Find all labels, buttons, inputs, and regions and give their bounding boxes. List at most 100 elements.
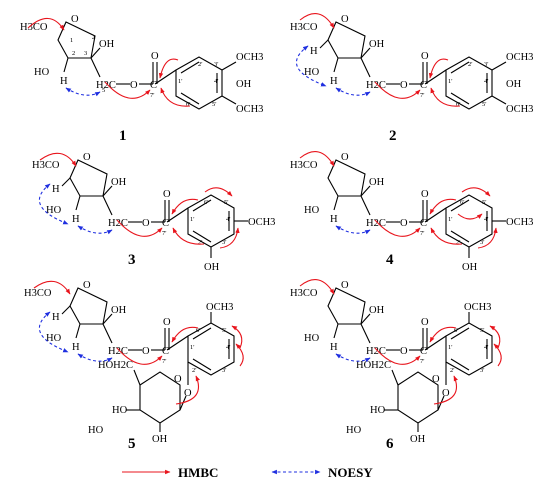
carbonyl-oxygen: O <box>421 189 429 200</box>
svg-text:1': 1' <box>190 216 194 223</box>
svg-text:6': 6' <box>456 101 460 108</box>
aryl-hydroxyl-4: OH <box>236 79 252 90</box>
sugar-hydrogen: H <box>330 342 338 353</box>
atom-labels: H3CO O HO H OH H2C O O C OCH3 OH <box>290 152 533 273</box>
noesy-correlations <box>296 45 371 97</box>
quaternary-hydroxyl: OH <box>369 177 385 188</box>
aryl-methoxy-5: OCH3 <box>236 104 263 115</box>
ester-oxygen: O <box>400 346 408 357</box>
ring-oxygen: O <box>71 14 79 25</box>
position-numbers: 7' 1' 2' 3' 4' 5' 6' <box>420 61 488 108</box>
aryl-methoxy-5: OCH3 <box>506 104 533 115</box>
methoxy-sugar: H3CO <box>20 22 48 33</box>
quaternary-hydroxyl: OH <box>369 39 385 50</box>
compound-1: H3CO O HO H OH H2C O O C OCH3 OH OCH3 1 … <box>20 14 263 144</box>
aryl-hydroxyl-3: OH <box>204 262 220 273</box>
hmbc-correlations <box>299 13 461 107</box>
svg-text:4': 4' <box>484 344 488 351</box>
aryl-methoxy-4: OCH3 <box>506 217 533 228</box>
glucose-hydroxyl-c: OH <box>152 434 168 445</box>
methylene: H2C <box>366 80 386 91</box>
quaternary-hydroxyl: OH <box>369 305 385 316</box>
glucose-hydroxymethyl: HOH2C <box>356 360 391 371</box>
hmbc-correlations <box>299 151 498 249</box>
svg-text:4': 4' <box>214 78 218 85</box>
svg-text:1: 1 <box>70 37 73 44</box>
sugar-hydroxyl: HO <box>34 67 50 78</box>
carbonyl-carbon: C <box>150 80 157 91</box>
ring-oxygen: O <box>341 14 349 25</box>
ring-oxygen: O <box>341 280 349 291</box>
compound-2: H3CO O H HO H OH H2C O O C OCH3 OH OCH3 … <box>290 13 533 144</box>
bonds <box>61 159 248 258</box>
svg-text:1': 1' <box>448 344 452 351</box>
aryl-hydroxyl-3: OH <box>462 262 478 273</box>
position-numbers: 7' 1' 2' 3' 4' 5' 6' <box>162 199 230 246</box>
aryl-methoxy-3: OCH3 <box>506 52 533 63</box>
svg-text:1': 1' <box>448 78 452 85</box>
glucose-hydroxyl-b: HO <box>88 425 104 436</box>
bonds <box>327 287 493 432</box>
atom-labels: H3CO O HO H OH H2C O O C OCH3 HOH2C HO H… <box>290 280 491 445</box>
glucose-ring-oxygen: O <box>174 374 182 385</box>
atom-labels: H3CO O HO H OH H2C O O C OCH3 OH OCH3 <box>20 14 263 115</box>
atom-labels: H3CO O H HO H OH H2C O O C OCH3 HOH2C HO… <box>24 280 233 445</box>
svg-text:3: 3 <box>84 50 87 57</box>
svg-text:5': 5' <box>222 327 226 334</box>
svg-text:2': 2' <box>468 61 472 68</box>
sugar-hydroxyl: HO <box>304 67 320 78</box>
svg-text:7': 7' <box>150 92 154 99</box>
compound-number: 2 <box>389 128 397 144</box>
methoxy-sugar: H3CO <box>290 160 318 171</box>
svg-text:5': 5' <box>482 199 486 206</box>
svg-text:3': 3' <box>214 61 218 68</box>
noesy-correlations <box>335 225 371 235</box>
sugar-hydrogen: H <box>72 214 80 225</box>
atom-labels: H3CO O H HO H OH H2C O O C OCH3 OH <box>32 152 275 273</box>
bonds <box>57 21 237 110</box>
noesy-correlations <box>335 353 371 363</box>
noesy-correlations <box>39 183 113 235</box>
top-hydrogen: H <box>52 312 60 323</box>
sugar-hydroxyl: HO <box>46 333 62 344</box>
top-hydrogen: H <box>52 184 60 195</box>
methoxy-sugar: H3CO <box>290 288 318 299</box>
glucose-hydroxyl-b: HO <box>346 425 362 436</box>
bonds <box>319 21 507 110</box>
methylene: H2C <box>366 218 386 229</box>
carbonyl-oxygen: O <box>421 51 429 62</box>
glucose-ring-oxygen: O <box>432 374 440 385</box>
compound-3: H3CO O H HO H OH H2C O O C OCH3 OH 7' 1'… <box>32 152 275 273</box>
svg-text:2': 2' <box>198 61 202 68</box>
svg-text:1': 1' <box>190 344 194 351</box>
glycosidic-oxygen: O <box>442 388 450 399</box>
legend: HMBC NOESY <box>122 465 373 480</box>
methylene: H2C <box>366 346 386 357</box>
sugar-hydroxyl: HO <box>304 333 320 344</box>
svg-text:5': 5' <box>224 199 228 206</box>
ester-oxygen: O <box>142 218 150 229</box>
glycosidic-oxygen: O <box>184 388 192 399</box>
svg-text:2': 2' <box>450 367 454 374</box>
noesy-correlations <box>39 311 113 363</box>
compound-number: 3 <box>128 252 136 268</box>
compound-number: 4 <box>386 252 394 268</box>
hmbc-correlations <box>39 152 240 249</box>
carbonyl-oxygen: O <box>163 189 171 200</box>
quaternary-hydroxyl: OH <box>111 305 127 316</box>
methylene: H2C <box>108 346 128 357</box>
atom-labels: H3CO O H HO H OH H2C O O C OCH3 OH OCH3 <box>290 14 533 115</box>
aryl-methoxy-3: OCH3 <box>236 52 263 63</box>
svg-text:5: 5 <box>102 87 105 94</box>
methylene: H2C <box>96 80 116 91</box>
svg-text:2': 2' <box>192 367 196 374</box>
carbonyl-carbon: C <box>162 218 169 229</box>
sugar-hydrogen: H <box>330 214 338 225</box>
hmbc-correlations <box>33 280 244 405</box>
svg-text:6': 6' <box>196 327 200 334</box>
compound-5: H3CO O H HO H OH H2C O O C OCH3 HOH2C HO… <box>24 280 244 452</box>
position-numbers: 7' 1' 2' 3' 4' 5' 6' <box>420 327 488 374</box>
position-numbers: 7' 1' 2' 3' 4' 5' 6' <box>162 327 230 374</box>
quaternary-hydroxyl: OH <box>111 177 127 188</box>
svg-text:7': 7' <box>420 358 424 365</box>
